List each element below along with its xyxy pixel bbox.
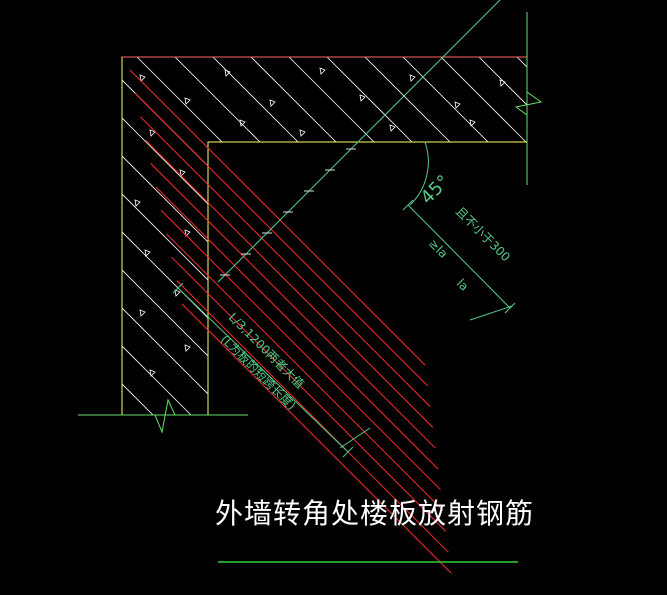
concrete-triangle <box>134 199 141 207</box>
concrete-triangle <box>499 79 506 87</box>
hatch-line <box>345 57 527 415</box>
diagonal-ticks <box>220 148 356 276</box>
radial-rebars <box>129 69 452 574</box>
concrete-triangle <box>149 129 156 137</box>
hatch-line <box>269 57 527 415</box>
hatch-line <box>536 0 667 595</box>
dim-bottom-line <box>177 287 349 453</box>
wall-outline <box>121 56 527 416</box>
rebar-line <box>134 93 428 387</box>
dim-bottom-tick1 <box>172 282 184 294</box>
concrete-triangle <box>299 129 306 137</box>
concrete-triangle <box>389 124 396 132</box>
concrete-triangle <box>239 119 246 127</box>
rebar-line <box>155 186 439 470</box>
concrete-triangle <box>454 101 461 109</box>
concrete-triangle <box>139 309 146 317</box>
concrete-triangle <box>184 229 191 237</box>
rebar-line <box>181 303 452 574</box>
rebar-line <box>140 116 431 407</box>
rebar-line <box>150 163 436 449</box>
concrete-triangle <box>184 344 191 352</box>
dim-top-line <box>407 204 511 309</box>
rebar-line <box>176 280 449 553</box>
concrete-triangle <box>174 289 181 297</box>
bottom-break-zigzag <box>154 398 176 434</box>
angle-arc <box>409 141 429 206</box>
dim-top-la: la <box>454 276 471 293</box>
hatch-line <box>122 57 453 415</box>
concrete-triangle <box>179 169 186 177</box>
right-break-zigzag <box>514 91 543 116</box>
concrete-triangle <box>469 119 476 127</box>
rebar-line <box>145 139 434 428</box>
rebar-line <box>166 233 444 511</box>
hatch-line <box>421 57 527 415</box>
rebar-line <box>171 256 447 532</box>
diagonal-45-line <box>217 0 501 283</box>
dim-top-ext <box>469 305 513 321</box>
concrete-triangle <box>359 94 366 102</box>
dim-bottom-tick2 <box>342 446 354 458</box>
rebar-line <box>160 210 441 491</box>
dim-top-label: 且不小于300 <box>453 204 513 264</box>
concrete-triangle <box>269 99 276 107</box>
hatch-line <box>383 57 527 415</box>
rebar-line <box>129 69 426 366</box>
concrete-triangles <box>134 67 506 377</box>
dim-top-tick2 <box>504 302 516 314</box>
dim-bottom-ext <box>339 427 371 449</box>
concrete-triangle <box>139 74 146 82</box>
concrete-triangle <box>144 249 151 257</box>
dim-top-sub: ≥la <box>426 236 451 261</box>
drawing-title: 外墙转角处楼板放射钢筋 <box>215 497 535 530</box>
concrete-triangle <box>149 369 156 377</box>
concrete-triangle <box>319 67 326 75</box>
concrete-triangle <box>409 74 416 82</box>
concrete-triangle <box>224 69 231 77</box>
hatch-line <box>307 57 527 415</box>
angle-label: 45° <box>417 171 454 208</box>
concrete-triangle <box>184 97 191 105</box>
dim-top-tick1 <box>402 199 414 211</box>
hatch-line <box>231 57 527 415</box>
hatch-line <box>574 0 667 595</box>
